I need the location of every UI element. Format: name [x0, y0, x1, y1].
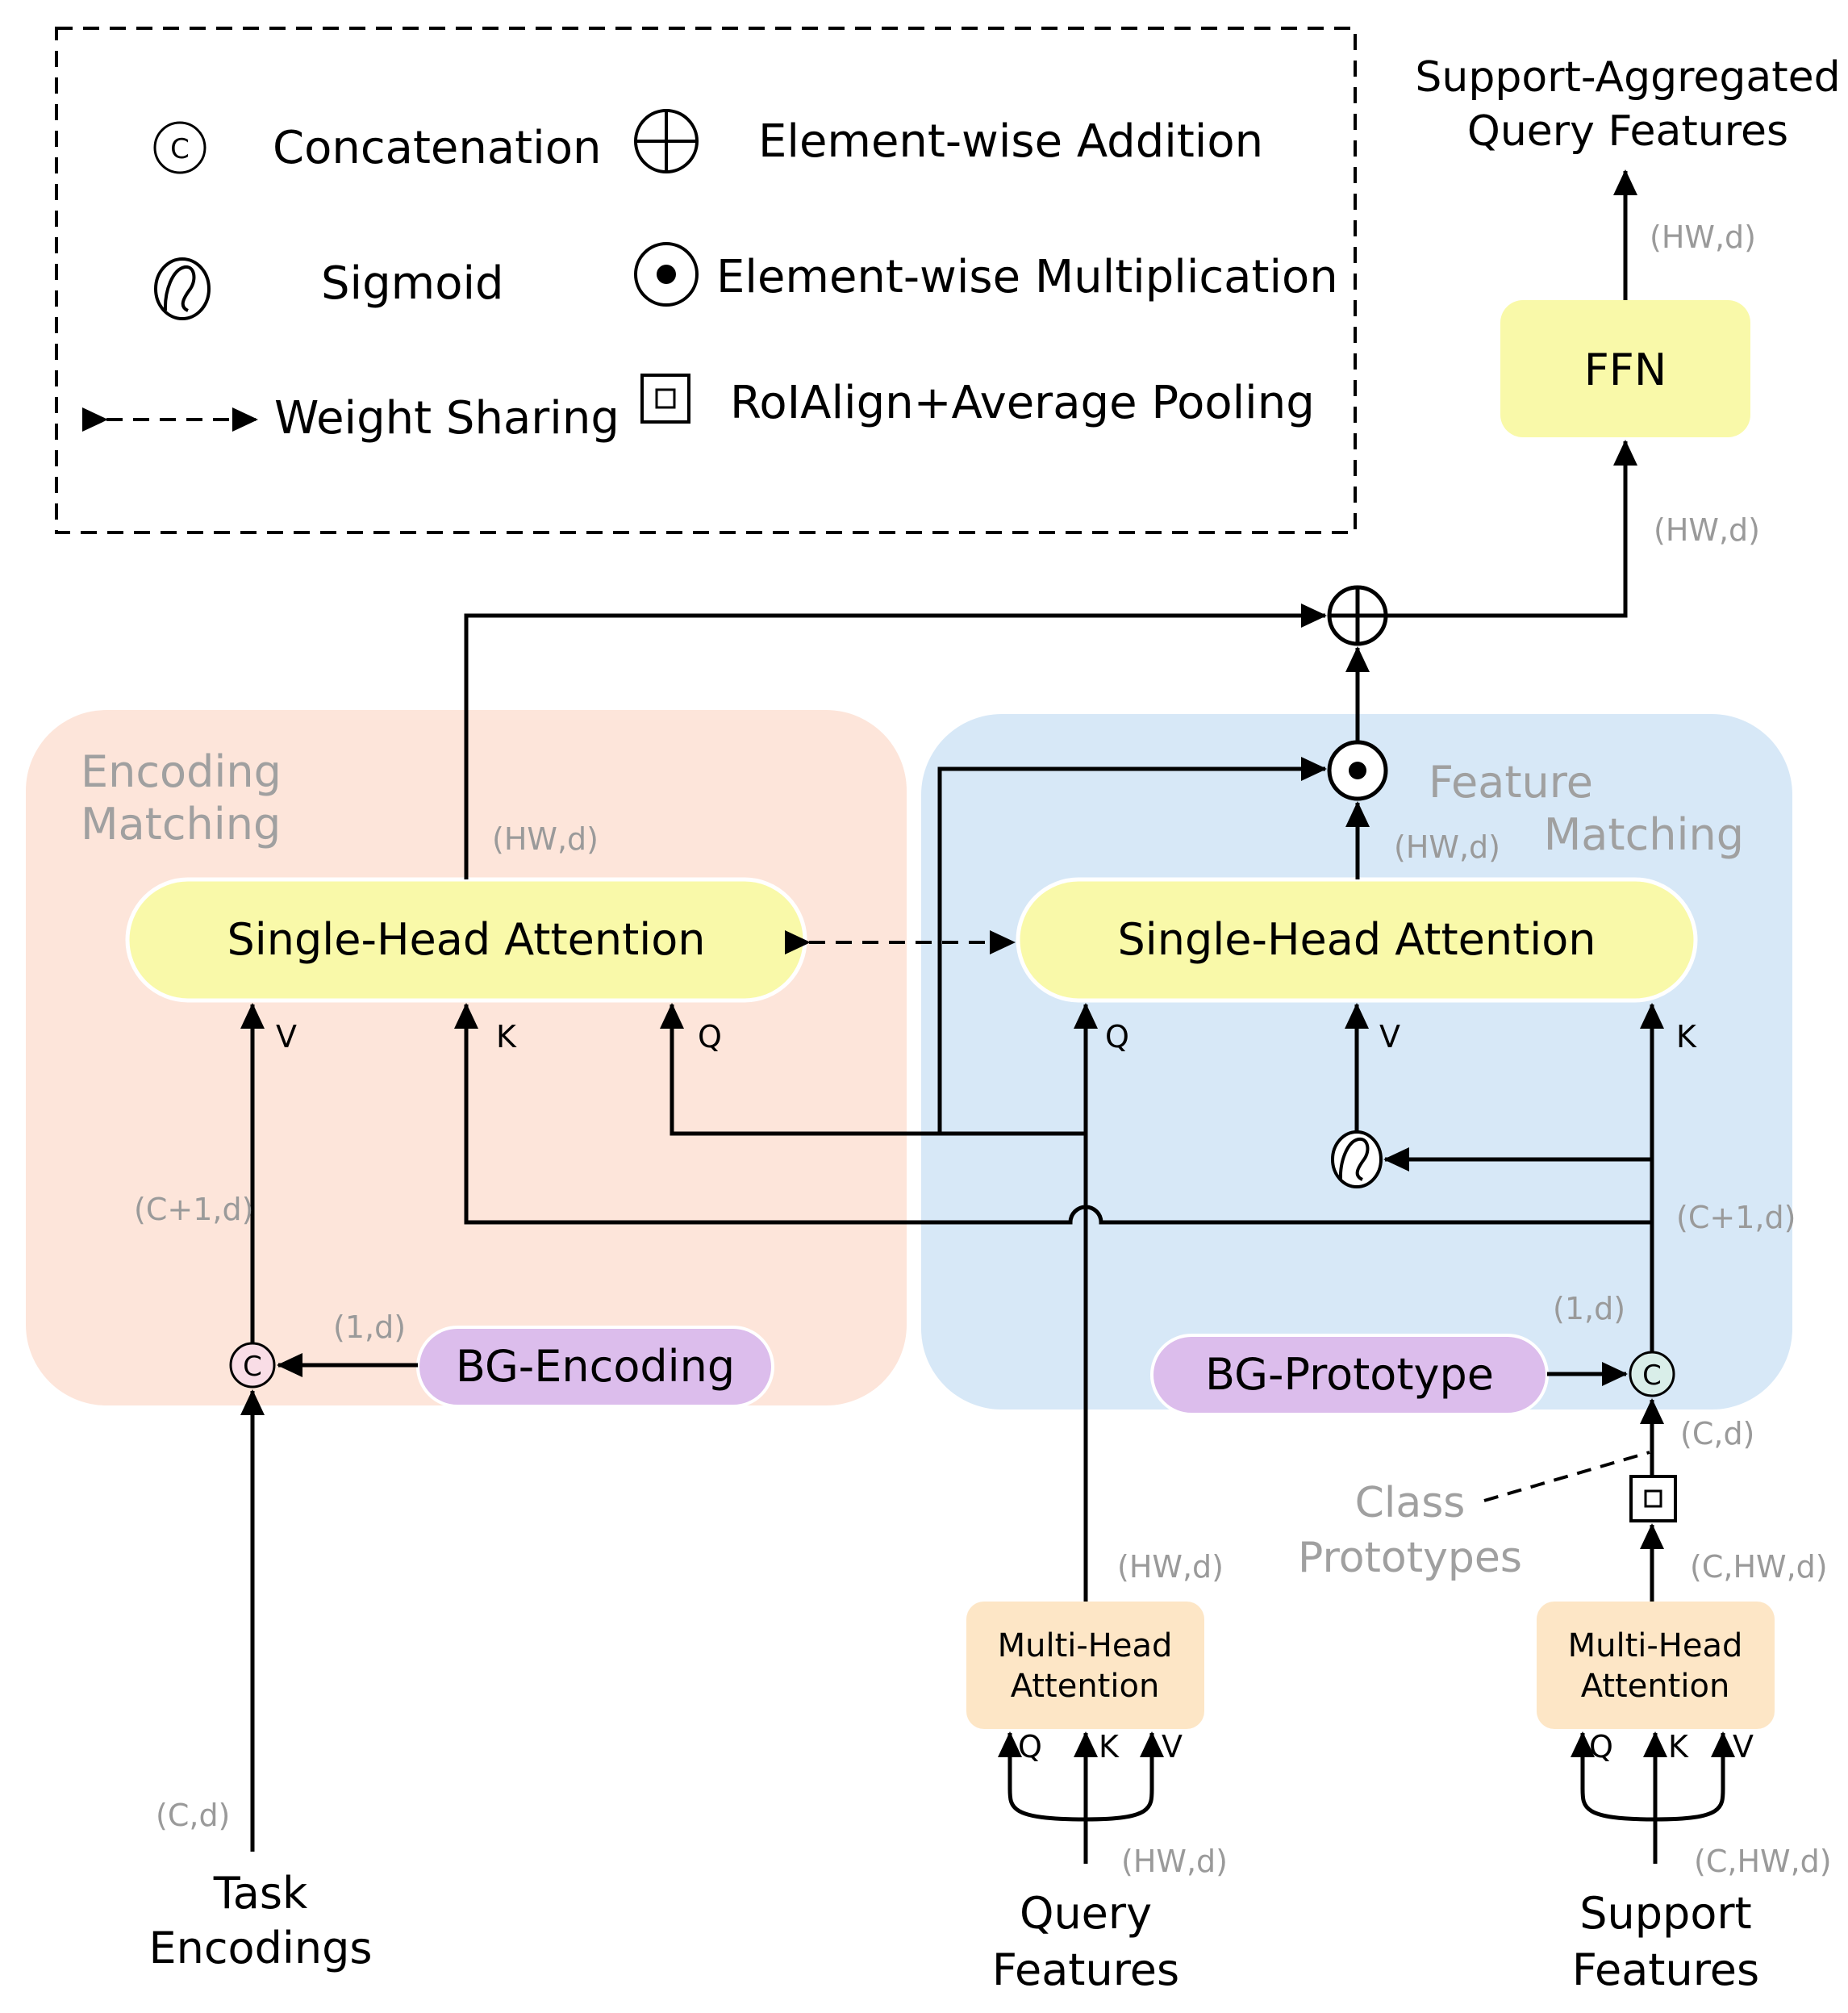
left-k-port: K	[496, 1019, 517, 1055]
left-q-port: Q	[698, 1019, 722, 1055]
support-features-label: Support	[1579, 1888, 1751, 1939]
encoding-matching-title: Encoding	[81, 746, 282, 797]
query-q-port: Q	[1018, 1729, 1042, 1765]
legend-weight-sharing: Weight Sharing	[274, 392, 619, 445]
right-k-port: K	[1676, 1019, 1697, 1055]
output-label: Support-Aggregated	[1415, 53, 1840, 102]
legend-roi-pooling: RoIAlign+Average Pooling	[730, 377, 1315, 429]
support-features-label-2: Features	[1572, 1944, 1759, 1995]
dim-left-attn-out: (HW,d)	[492, 821, 599, 857]
multi-head-attention-query	[966, 1602, 1204, 1729]
query-features-label: Query	[1020, 1888, 1152, 1939]
sigmoid-legend-icon	[154, 257, 211, 320]
multiplication-node	[1327, 740, 1388, 801]
ffn-label: FFN	[1584, 345, 1667, 395]
support-q-port: Q	[1589, 1729, 1613, 1765]
dim-class-proto: (C,d)	[1680, 1416, 1754, 1451]
right-v-port: V	[1379, 1019, 1400, 1055]
sigmoid-node	[1331, 1130, 1383, 1188]
connections	[240, 169, 1735, 1864]
concat-node-right: C	[1629, 1351, 1675, 1397]
dim-bg-prototype: (1,d)	[1553, 1291, 1625, 1326]
query-features-label-2: Features	[992, 1944, 1179, 1995]
single-head-attention-left-label: Single-Head Attention	[227, 914, 705, 965]
right-q-port: Q	[1105, 1019, 1129, 1055]
legend-multiplication: Element-wise Multiplication	[716, 251, 1338, 303]
addition-node	[1327, 585, 1388, 646]
query-v-port: V	[1162, 1729, 1183, 1765]
mha-support-label: Multi-Head	[1568, 1627, 1743, 1664]
bg-encoding-label: BG-Encoding	[456, 1341, 735, 1392]
left-v-port: V	[276, 1019, 297, 1055]
dim-support-in: (C,HW,d)	[1694, 1844, 1832, 1879]
feature-matching-title: Feature	[1429, 757, 1593, 808]
dim-query-in: (HW,d)	[1121, 1844, 1228, 1879]
concat-legend-icon: C	[153, 121, 206, 174]
mha-query-label: Multi-Head	[998, 1627, 1173, 1664]
mha-query-label-2: Attention	[1011, 1668, 1160, 1705]
roi-pooling-node	[1629, 1475, 1677, 1522]
task-encodings-label-2: Encodings	[149, 1923, 373, 1973]
class-prototypes-label: Class	[1355, 1479, 1466, 1527]
ffn-block	[1500, 300, 1750, 437]
output-label-2: Query Features	[1467, 107, 1788, 156]
dim-query-mha-out: (HW,d)	[1117, 1549, 1224, 1585]
dim-support-mha-out: (C,HW,d)	[1690, 1549, 1828, 1585]
svg-text:C: C	[243, 1351, 262, 1383]
svg-text:C: C	[1642, 1359, 1662, 1392]
svg-text:C: C	[170, 133, 190, 165]
multi-head-attention-support	[1537, 1602, 1775, 1729]
encoding-matching-title-2: Matching	[81, 799, 281, 850]
mha-support-label-2: Attention	[1581, 1668, 1730, 1705]
dim-ffn-in: (HW,d)	[1654, 512, 1760, 548]
dim-task-enc: (C,d)	[156, 1798, 230, 1833]
feature-matching-title-2: Matching	[1544, 809, 1744, 860]
single-head-attention-right-label: Single-Head Attention	[1117, 914, 1596, 965]
legend-concatenation: Concatenation	[273, 122, 601, 174]
legend-addition: Element-wise Addition	[758, 115, 1263, 168]
query-k-port: K	[1099, 1729, 1120, 1765]
dim-bg-encoding: (1,d)	[333, 1309, 406, 1345]
dim-right-c1: (C+1,d)	[1676, 1200, 1796, 1235]
concat-node-left: C	[229, 1342, 276, 1389]
dim-ffn-out: (HW,d)	[1650, 219, 1756, 255]
support-v-port: V	[1733, 1729, 1754, 1765]
roi-pooling-legend-icon	[640, 374, 690, 424]
class-prototypes-label-2: Prototypes	[1298, 1534, 1522, 1582]
multiplication-legend-icon	[634, 242, 699, 307]
legend-box	[55, 27, 1357, 534]
legend-sigmoid: Sigmoid	[321, 257, 504, 310]
addition-legend-icon	[634, 109, 699, 173]
support-k-port: K	[1668, 1729, 1689, 1765]
bg-prototype-label: BG-Prototype	[1205, 1349, 1494, 1400]
task-encodings-label: Task	[213, 1868, 308, 1919]
dim-left-c1: (C+1,d)	[134, 1192, 253, 1227]
dim-right-attn-out: (HW,d)	[1394, 829, 1500, 865]
